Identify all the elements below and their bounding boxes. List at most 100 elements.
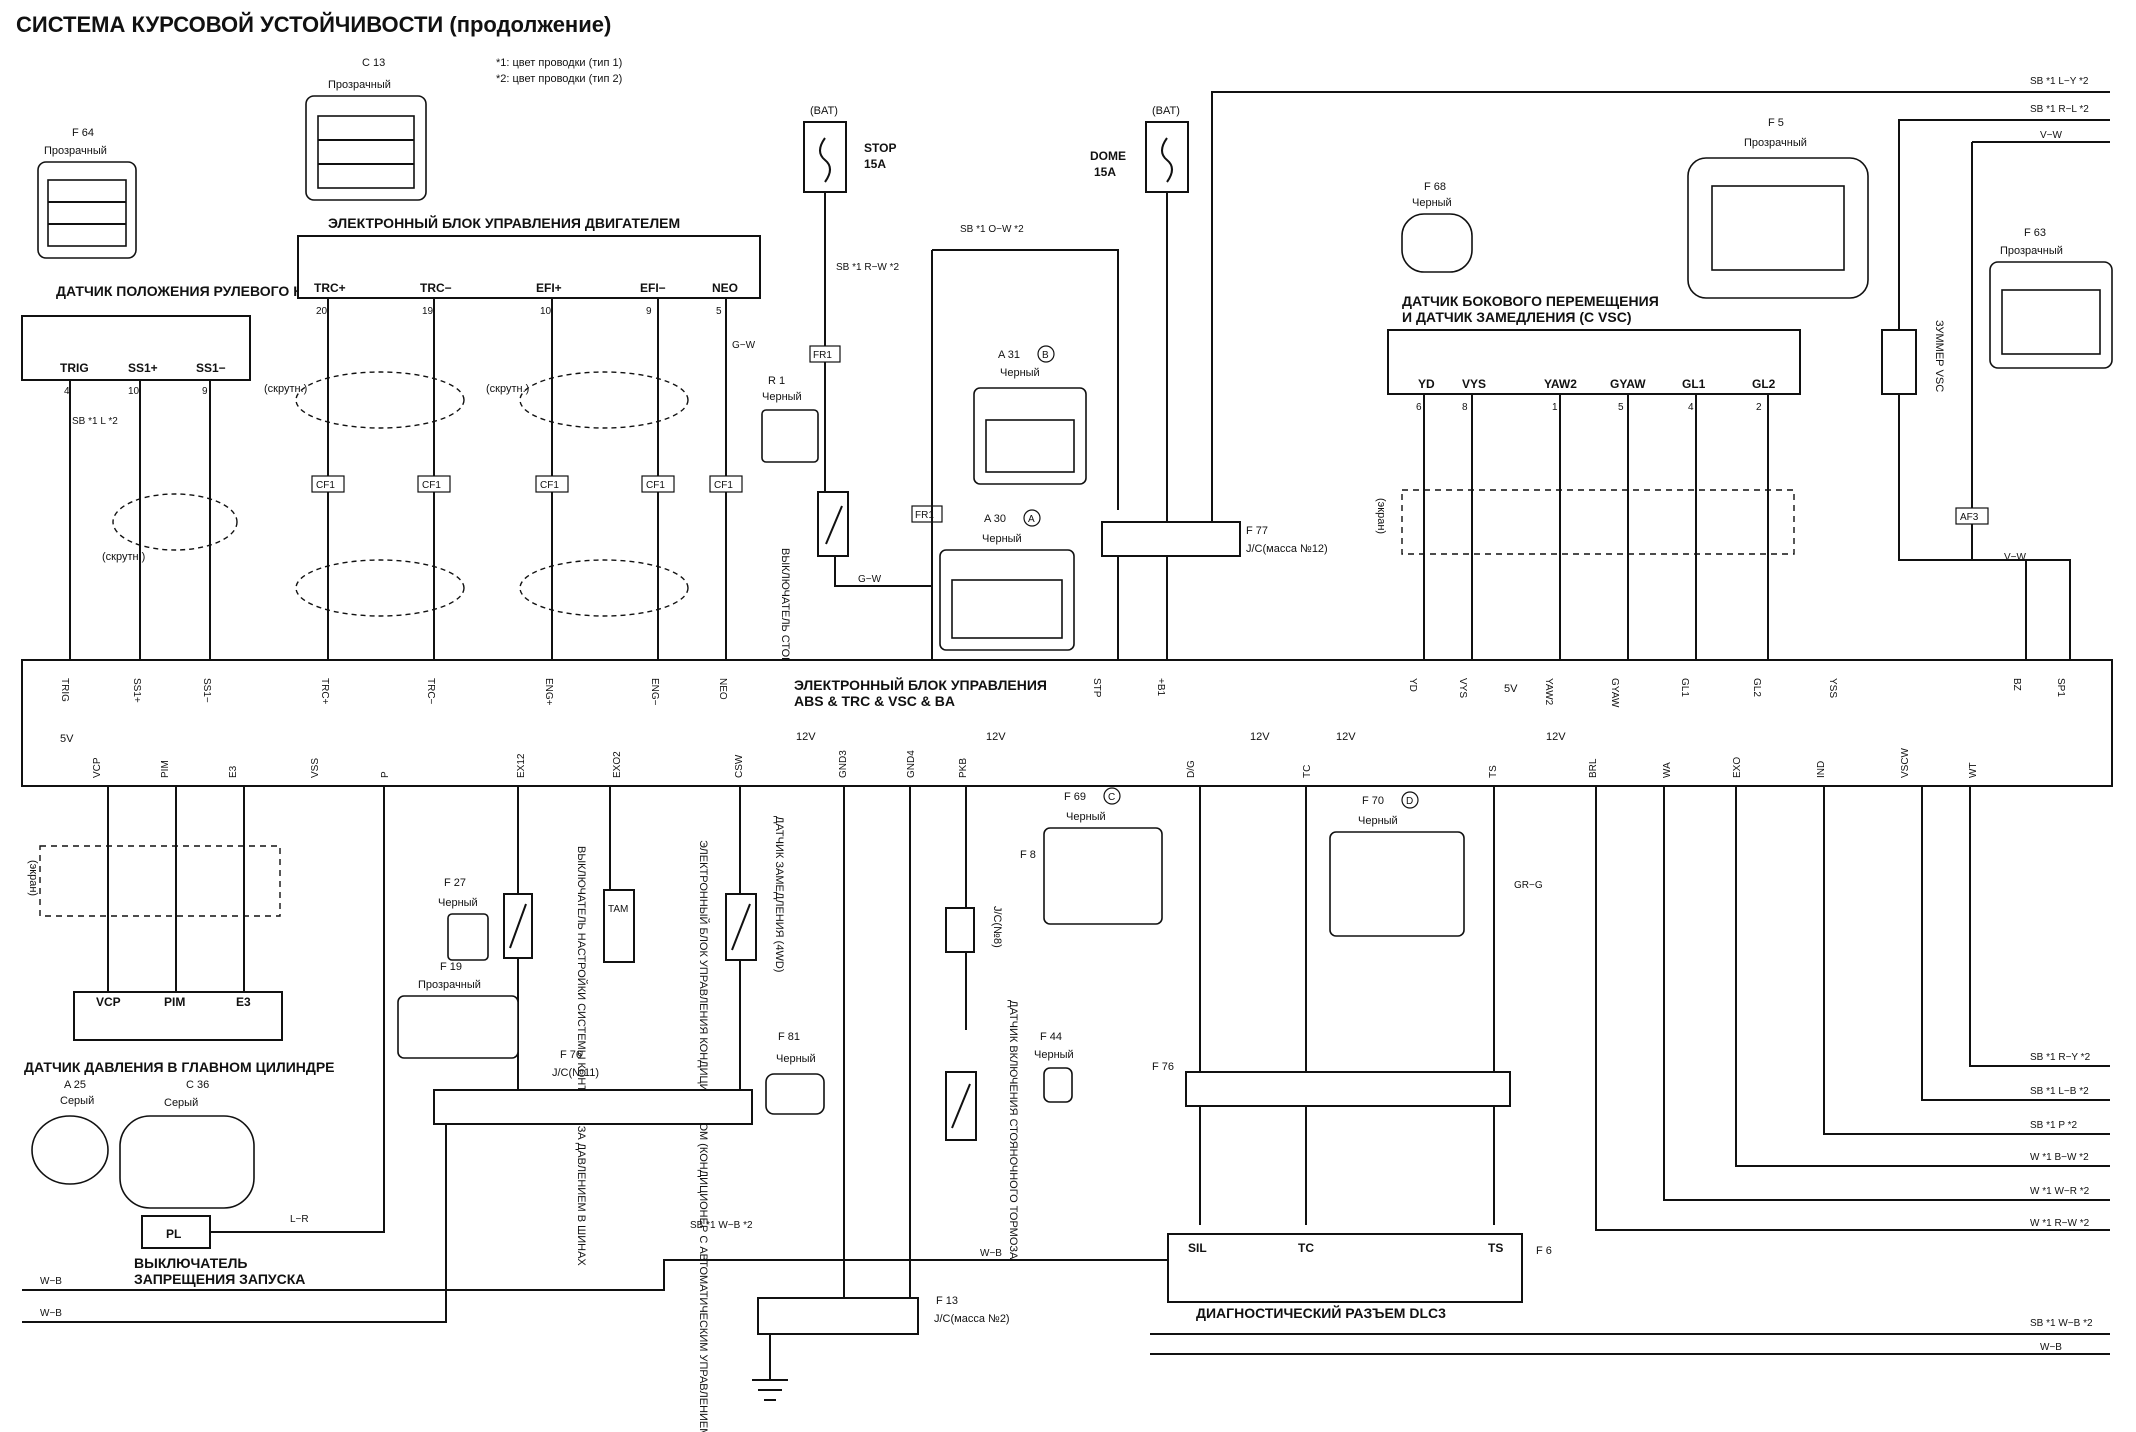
- svg-text:A 30: A 30: [984, 513, 1006, 525]
- svg-text:B: B: [1042, 350, 1049, 361]
- svg-text:VYS: VYS: [1457, 678, 1468, 698]
- svg-text:EFI−: EFI−: [640, 281, 666, 295]
- svg-text:Прозрачный: Прозрачный: [44, 145, 107, 157]
- svg-text:J/C(№8): J/C(№8): [991, 906, 1003, 948]
- svg-text:PIM: PIM: [164, 995, 185, 1009]
- svg-text:GL2: GL2: [1752, 377, 1776, 391]
- stop-switch-return: [834, 556, 932, 587]
- svg-text:TC: TC: [1298, 1241, 1314, 1255]
- svg-text:ЭЛЕКТРОННЫЙ БЛОК УПРАВЛЕНИЯ: ЭЛЕКТРОННЫЙ БЛОК УПРАВЛЕНИЯ: [794, 676, 1047, 693]
- svg-text:BRL: BRL: [1588, 758, 1599, 778]
- svg-text:W−B: W−B: [40, 1276, 62, 1287]
- cf1-connectors: CF1 CF1 CF1 CF1 CF1: [311, 475, 743, 493]
- svg-text:ЭЛЕКТРОННЫЙ БЛОК УПРАВЛЕНИЯ ДВ: ЭЛЕКТРОННЫЙ БЛОК УПРАВЛЕНИЯ ДВИГАТЕЛЕМ: [328, 214, 680, 231]
- connector-a25: A 25 Серый: [31, 1079, 109, 1185]
- svg-text:VCP: VCP: [92, 757, 103, 778]
- svg-text:V−W: V−W: [2004, 552, 2027, 563]
- svg-text:C 13: C 13: [362, 57, 385, 69]
- connector-f63: F 63 Прозрачный: [1989, 227, 2113, 369]
- connector-f68: F 68 Черный: [1401, 181, 1473, 273]
- svg-text:EXO2: EXO2: [612, 751, 623, 778]
- svg-text:12V: 12V: [1546, 731, 1566, 743]
- vsc-buzzer: ЗУММЕР VSC AF3: [1881, 119, 2110, 660]
- svg-text:STOP: STOP: [864, 141, 896, 155]
- connector-f19: F 19 Прозрачный: [397, 961, 519, 1059]
- fr1-connector-top: [809, 345, 841, 363]
- junction-f13: F 13 J/C(масса №2): [752, 1295, 1010, 1401]
- svg-text:F 77: F 77: [1246, 525, 1268, 537]
- svg-text:YAW2: YAW2: [1544, 377, 1577, 391]
- svg-text:Прозрачный: Прозрачный: [328, 79, 391, 91]
- stop-signal-wire: [932, 249, 1119, 510]
- svg-text:SIL: SIL: [1188, 1241, 1207, 1255]
- svg-text:20: 20: [316, 306, 328, 317]
- svg-text:8: 8: [1462, 402, 1468, 413]
- svg-text:Черный: Черный: [1358, 815, 1398, 827]
- svg-text:Черный: Черный: [776, 1053, 816, 1065]
- svg-text:SB *1 R−L *2: SB *1 R−L *2: [2030, 104, 2089, 115]
- svg-text:SS1+: SS1+: [128, 361, 158, 375]
- svg-text:Черный: Черный: [1412, 197, 1452, 209]
- svg-text:F 5: F 5: [1768, 117, 1784, 129]
- svg-text:F 81: F 81: [778, 1031, 800, 1043]
- svg-text:P: P: [380, 771, 391, 778]
- connector-f69: F 69 C Черный: [1043, 787, 1163, 925]
- svg-text:GYAW: GYAW: [1609, 678, 1620, 708]
- svg-text:F 76: F 76: [1152, 1061, 1174, 1073]
- svg-text:6: 6: [1416, 402, 1422, 413]
- decel-sensor: ДАТЧИК ЗАМЕДЛЕНИЯ (4WD): [725, 816, 785, 972]
- misc-wire-codes: SB *1 L *2 SB *1 O−W *2 SB *1 R−W *2 G−W…: [72, 224, 1543, 1231]
- svg-text:Прозрачный: Прозрачный: [418, 979, 481, 991]
- svg-text:F 19: F 19: [440, 961, 462, 973]
- ground-lines: W−B W−B W−B W−B: [22, 1124, 2110, 1355]
- svg-text:E3: E3: [228, 765, 239, 778]
- svg-text:W−B: W−B: [980, 1248, 1002, 1259]
- connector-f27: F 27 Черный: [438, 877, 489, 961]
- svg-text:GL1: GL1: [1679, 678, 1690, 697]
- svg-text:ABS & TRC & VSC & BA: ABS & TRC & VSC & BA: [794, 693, 955, 709]
- svg-text:BZ: BZ: [2011, 678, 2022, 691]
- abs-ecu: ЭЛЕКТРОННЫЙ БЛОК УПРАВЛЕНИЯ ABS & TRC & …: [21, 659, 2113, 787]
- svg-text:ДАТЧИК БОКОВОГО ПЕРЕМЕЩЕНИЯ: ДАТЧИК БОКОВОГО ПЕРЕМЕЩЕНИЯ: [1402, 293, 1659, 309]
- svg-text:ВЫКЛЮЧАТЕЛЬ: ВЫКЛЮЧАТЕЛЬ: [134, 1255, 247, 1271]
- svg-text:9: 9: [646, 306, 652, 317]
- svg-text:(скрутн.): (скрутн.): [264, 383, 307, 395]
- svg-text:IND: IND: [1816, 761, 1827, 778]
- svg-text:VYS: VYS: [1462, 377, 1486, 391]
- svg-text:YD: YD: [1407, 678, 1418, 692]
- svg-text:L−R: L−R: [290, 1214, 309, 1225]
- svg-text:NEO: NEO: [712, 281, 738, 295]
- steering-sensor: ДАТЧИК ПОЛОЖЕНИЯ РУЛЕВОГО КОЛЕСА TRIG SS…: [21, 283, 351, 660]
- svg-text:F 64: F 64: [72, 127, 94, 139]
- svg-text:SS1−: SS1−: [201, 678, 212, 703]
- svg-text:YSS: YSS: [1827, 678, 1838, 698]
- svg-text:15A: 15A: [864, 157, 886, 171]
- connector-a30: A 30 A Черный: [939, 509, 1075, 651]
- svg-text:R 1: R 1: [768, 375, 785, 387]
- svg-text:F 69: F 69: [1064, 791, 1086, 803]
- connector-f81: F 81 Черный: [765, 1031, 825, 1115]
- svg-text:PL: PL: [166, 1227, 181, 1241]
- connector-c36: C 36 Серый: [119, 1079, 255, 1209]
- svg-text:ДИАГНОСТИЧЕСКИЙ РАЗЪЕМ DLC3: ДИАГНОСТИЧЕСКИЙ РАЗЪЕМ DLC3: [1196, 1304, 1446, 1321]
- svg-text:TRIG: TRIG: [60, 361, 89, 375]
- svg-text:YAW2: YAW2: [1543, 678, 1554, 706]
- svg-text:J/C(масса №2): J/C(масса №2): [934, 1313, 1010, 1325]
- svg-text:И ДАТЧИК ЗАМЕДЛЕНИЯ (С VSC): И ДАТЧИК ЗАМЕДЛЕНИЯ (С VSC): [1402, 309, 1631, 325]
- svg-text:WA: WA: [1662, 762, 1673, 778]
- svg-text:AF3: AF3: [1960, 512, 1979, 523]
- junction-f76-left: F 76 J/C(№11): [433, 1049, 753, 1125]
- svg-text:Прозрачный: Прозрачный: [1744, 137, 1807, 149]
- svg-text:GYAW: GYAW: [1610, 377, 1646, 391]
- connector-f5: F 5 Прозрачный: [1687, 117, 1869, 299]
- svg-text:ENG+: ENG+: [543, 678, 554, 706]
- svg-text:12V: 12V: [1336, 731, 1356, 743]
- svg-text:NEO: NEO: [717, 678, 728, 700]
- svg-text:ЗАПРЕЩЕНИЯ ЗАПУСКА: ЗАПРЕЩЕНИЯ ЗАПУСКА: [134, 1271, 305, 1287]
- svg-text:Прозрачный: Прозрачный: [2000, 245, 2063, 257]
- svg-text:SB *1 L *2: SB *1 L *2: [72, 416, 118, 427]
- svg-text:SB *1 L−B *2: SB *1 L−B *2: [2030, 1086, 2089, 1097]
- connector-c13: C 13 Прозрачный: [305, 57, 427, 201]
- svg-text:GL2: GL2: [1751, 678, 1762, 697]
- svg-text:SB *1 R−Y *2: SB *1 R−Y *2: [2030, 1052, 2091, 1063]
